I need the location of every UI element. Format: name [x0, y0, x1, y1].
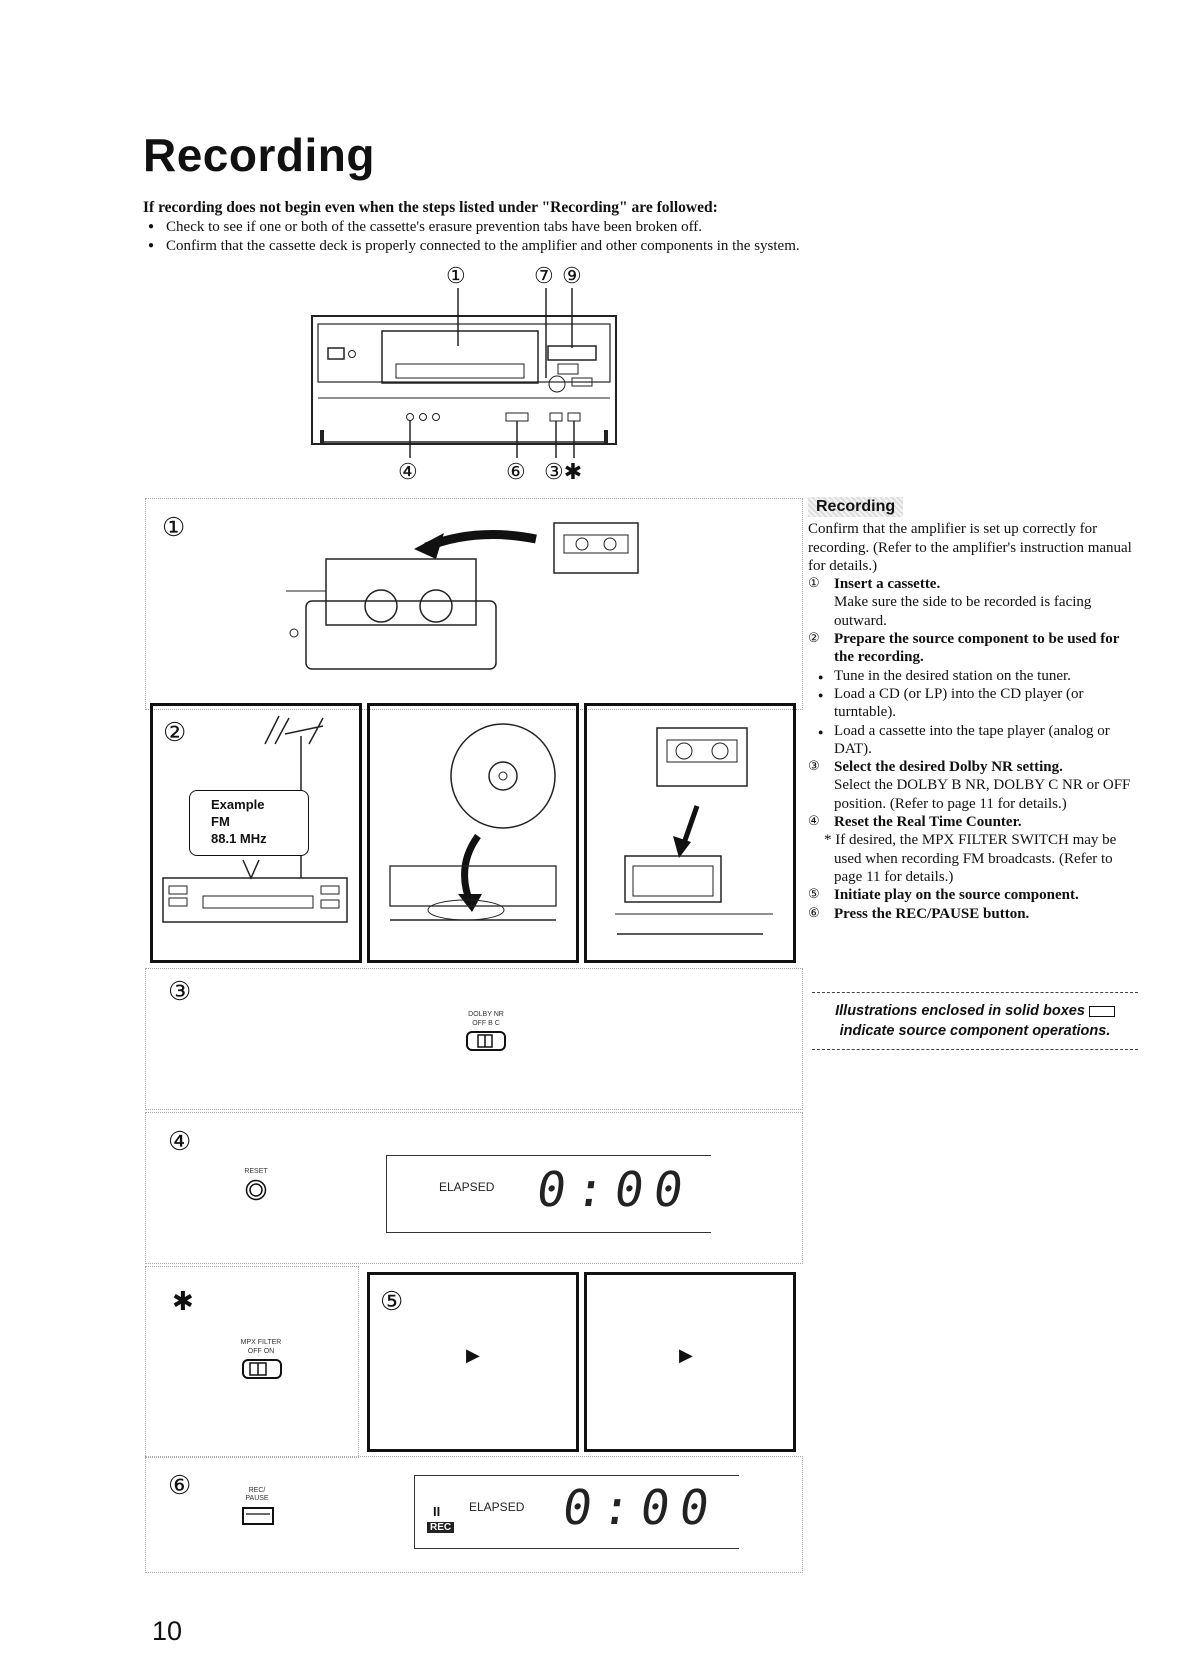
- callout-3-star: ③✱: [544, 460, 583, 485]
- note-bullet-1: Check to see if one or both of the casse…: [148, 219, 702, 236]
- sidebar-header: Recording: [808, 497, 904, 518]
- step-5-box-b: ▶: [584, 1272, 796, 1452]
- slide-switch-icon: [466, 1031, 506, 1051]
- play-icon: ▶: [679, 1345, 693, 1365]
- step-2-cd-box: [367, 703, 579, 963]
- insert-cassette-drawing: [286, 522, 639, 670]
- step-5-number: ⑤: [380, 1287, 404, 1317]
- step-1-panel: ①: [145, 498, 803, 710]
- instruction-step-6: ⑥ Press the REC/PAUSE button.: [808, 905, 1030, 922]
- reset-label: RESET: [244, 1168, 268, 1175]
- callout-9: ⑨: [562, 264, 582, 289]
- deck-front-panel-illustration: [310, 268, 620, 478]
- legend-line-2: indicate source component operations.: [839, 1023, 1111, 1039]
- instruction-step-4: ④ Reset the Real Time Counter.: [808, 814, 1022, 831]
- step-2-number: ②: [163, 718, 187, 748]
- elapsed-label: ELAPSED: [469, 1500, 525, 1514]
- callout-7: ⑦: [534, 264, 554, 289]
- elapsed-label: ELAPSED: [439, 1180, 495, 1194]
- step-3-panel: ③ DOLBY NR OFF B C: [145, 968, 803, 1110]
- mpx-filter-switch[interactable]: [242, 1359, 282, 1379]
- reset-button[interactable]: [245, 1179, 267, 1201]
- source-bullet: Load a cassette into the tape player (an…: [818, 722, 1136, 759]
- reset-button-icon: [245, 1179, 267, 1201]
- star-mark: ✱: [172, 1287, 194, 1317]
- note-heading: If recording does not begin even when th…: [143, 199, 718, 216]
- deck-drawing: [311, 288, 617, 458]
- page-number: 10: [152, 1616, 183, 1646]
- mpx-filter-label: MPX FILTER: [240, 1339, 282, 1346]
- instruction-step-3-body: Select the DOLBY B NR, DOLBY C NR or OFF…: [834, 777, 1131, 812]
- step-4-panel: ④ RESET ELAPSED 0:00: [145, 1112, 803, 1264]
- callout-4: ④: [398, 460, 418, 485]
- solid-box-icon: [1088, 1005, 1115, 1017]
- dolby-nr-label: DOLBY NR: [468, 1011, 504, 1018]
- play-icon: ▶: [466, 1345, 480, 1365]
- source-bullet: Load a CD (or LP) into the CD player (or…: [818, 685, 1136, 722]
- mpx-positions-label: OFF ON: [247, 1348, 275, 1355]
- mpx-filter-panel: ✱ MPX FILTER OFF ON: [145, 1266, 359, 1458]
- tape-player-drawing: [615, 727, 773, 935]
- step-5-box-a: ⑤ ▶: [367, 1272, 579, 1452]
- instruction-step-1-body: Make sure the side to be recorded is fac…: [834, 594, 1092, 629]
- step-6-panel: ⑥ REC/ PAUSE II REC ELAPSED 0:00: [145, 1456, 803, 1573]
- instruction-step-3: ③ Select the desired Dolby NR setting.: [808, 759, 1063, 776]
- instruction-step-1: ① Insert a cassette.: [808, 576, 941, 593]
- source-bullet: Tune in the desired station on the tuner…: [818, 667, 1136, 685]
- rec-pause-button[interactable]: [242, 1507, 274, 1525]
- cd-drawing: [389, 723, 557, 921]
- instruction-step-5: ⑤ Initiate play on the source component.: [808, 887, 1079, 904]
- step-1-number: ①: [162, 513, 186, 543]
- illustration-legend: Illustrations enclosed in solid boxes in…: [812, 992, 1138, 1050]
- recording-instructions: Recording Confirm that the amplifier is …: [808, 497, 1136, 923]
- step-4-number: ④: [168, 1127, 192, 1157]
- rec-pause-button-icon: [242, 1507, 274, 1525]
- instruction-step-2: ② Prepare the source component to be use…: [808, 631, 1120, 666]
- pause-indicator: II: [433, 1504, 441, 1519]
- legend-line-1: Illustrations enclosed in solid boxes: [835, 1003, 1085, 1019]
- step-2-tuner-box: ②: [150, 703, 362, 963]
- note-bullet-2: Confirm that the cassette deck is proper…: [148, 238, 800, 255]
- step-2-tape-box: [584, 703, 796, 963]
- example-station-box: Example FM 88.1 MHz: [189, 790, 309, 856]
- step-3-number: ③: [168, 977, 192, 1007]
- dolby-nr-switch[interactable]: [466, 1031, 506, 1051]
- step-6-number: ⑥: [168, 1471, 192, 1501]
- counter-readout: 0:00: [559, 1480, 723, 1536]
- rec-pause-label: REC/ PAUSE: [245, 1487, 269, 1502]
- sidebar-intro: Confirm that the amplifier is set up cor…: [808, 521, 1132, 574]
- counter-display: ELAPSED 0:00: [386, 1155, 711, 1233]
- rec-indicator: REC: [427, 1522, 455, 1533]
- slide-switch-icon: [242, 1359, 282, 1379]
- mpx-star-note: * If desired, the MPX FILTER SWITCH may …: [824, 832, 1117, 885]
- counter-display-rec: II REC ELAPSED 0:00: [414, 1475, 739, 1549]
- page-title: Recording: [143, 129, 375, 181]
- dolby-positions-label: OFF B C: [472, 1020, 500, 1027]
- callout-1: ①: [446, 264, 466, 289]
- callout-6: ⑥: [506, 460, 526, 485]
- counter-readout: 0:00: [533, 1162, 697, 1218]
